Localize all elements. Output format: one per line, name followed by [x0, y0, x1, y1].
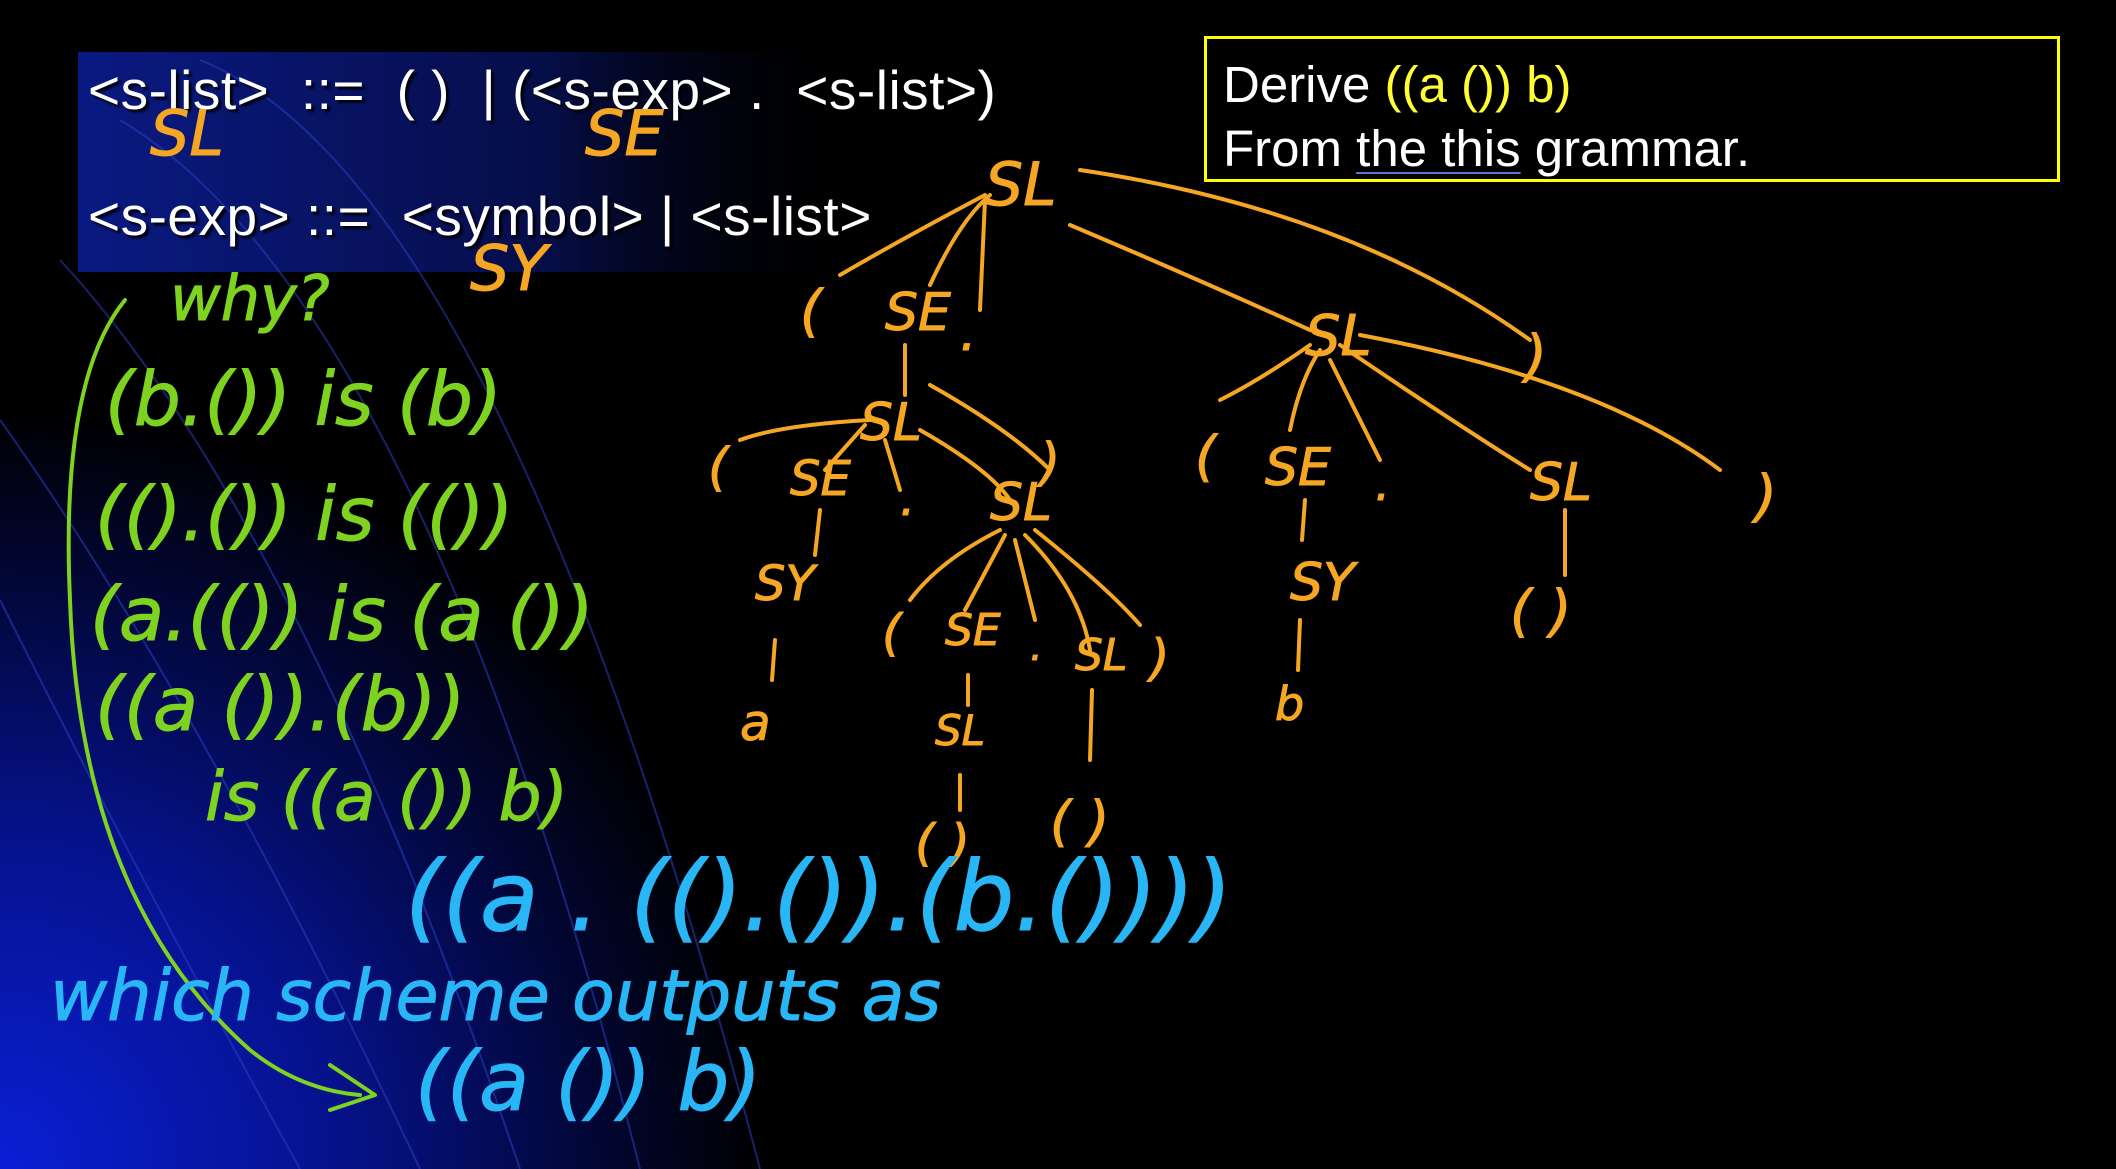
- tree-edge: [813, 508, 822, 557]
- blue-notes: ((a . (().()).(b.()))) which scheme outp…: [50, 841, 1233, 1131]
- note-line: (b.()) is (b): [105, 357, 502, 443]
- grammar-rule-s-exp: <s-exp> ::= <symbol> | <s-list>: [88, 185, 872, 247]
- blue-note: which scheme outputs as: [50, 955, 941, 1037]
- tree-node: ): [1146, 629, 1170, 687]
- label-se: SE: [585, 97, 664, 170]
- tree-edge: [1288, 348, 1322, 432]
- tree-edge: [978, 198, 987, 312]
- blue-expression: ((a . (().()).(b.()))): [405, 841, 1232, 953]
- tree-node: SE: [790, 451, 851, 507]
- tree-node: ): [1036, 433, 1060, 493]
- tree-edge: [1088, 688, 1094, 762]
- tree-root-sl: SL: [985, 150, 1057, 220]
- tree-node: ( ): [1510, 579, 1572, 644]
- tree-edge: [838, 193, 987, 277]
- green-notes: why? (b.()) is (b) (().()) is (()) (a.((…: [66, 262, 594, 1112]
- task-line-1: Derive ((a ()) b): [1223, 53, 2057, 117]
- tree-edge: [1068, 223, 1312, 332]
- task-expression: ((a ()) b): [1384, 56, 1572, 113]
- task-line-2: From the this grammar.: [1223, 117, 2057, 181]
- tree-node: .: [960, 303, 977, 363]
- tree-edge: [1296, 618, 1302, 672]
- blue-result: ((a ()) b): [415, 1035, 761, 1130]
- tree-edge: [770, 638, 777, 682]
- tree-edge: [908, 528, 1002, 602]
- tree-node-sl: SL: [860, 393, 922, 453]
- note-line: ((a ()).(b)): [95, 662, 465, 748]
- tree-edge: [928, 383, 1052, 472]
- tree-edge: [1358, 333, 1722, 472]
- tree-node: (: [708, 438, 731, 498]
- tree-node: .: [1375, 456, 1390, 512]
- green-arrow: [66, 298, 362, 1097]
- tree-edge: [1033, 528, 1142, 627]
- tree-node: SE: [945, 605, 1001, 656]
- tree-edge: [1218, 343, 1312, 402]
- tree-edge: [1013, 538, 1037, 622]
- tree-node: (: [1195, 425, 1219, 488]
- label-sy: SY: [470, 232, 551, 305]
- task-from-label: From: [1223, 120, 1357, 177]
- decorative-arcs: [0, 59, 761, 1169]
- grammar-rule-s-list: <s-list> ::= ( ) | (<s-exp> . <s-list>): [88, 59, 997, 121]
- tree-edge: [1078, 168, 1532, 342]
- tree-node: .: [900, 471, 915, 527]
- parse-tree: SL ( SE . SL ) SL ( SE . SL ) SY: [708, 150, 1778, 873]
- tree-edge: [823, 423, 867, 472]
- tree-edge: [918, 428, 1012, 502]
- tree-edge: [738, 418, 872, 442]
- tree-node: SL: [935, 706, 985, 755]
- note-line: (().()) is (()): [95, 472, 513, 558]
- task-box: Derive ((a ()) b) From the this grammar.: [1204, 36, 2060, 182]
- tree-node: (: [882, 604, 904, 662]
- task-corrected-words: the this: [1356, 120, 1521, 177]
- tree-node: .: [1030, 624, 1043, 670]
- tree-node: ): [1751, 464, 1777, 529]
- tree-edge: [1328, 358, 1382, 462]
- tree-edge: [963, 533, 1007, 612]
- tree-node: SE: [1265, 438, 1331, 498]
- tree-node: SE: [885, 283, 951, 343]
- note-why: why?: [170, 262, 330, 335]
- tree-node: SL: [1530, 453, 1592, 513]
- tree-node: b: [1275, 677, 1304, 731]
- note-line: is ((a ()) b): [205, 758, 568, 837]
- task-derive-label: Derive: [1223, 56, 1385, 113]
- note-line: (a.(()) is (a ()): [90, 572, 594, 658]
- task-grammar-label: grammar.: [1520, 120, 1751, 177]
- tree-edge: [1023, 533, 1092, 652]
- tree-node: ( ): [1050, 790, 1109, 853]
- tree-node: (: [800, 279, 824, 344]
- tree-edge: [1338, 343, 1532, 472]
- grammar-labels: SL SE SY: [150, 97, 665, 306]
- tree-node: SY: [755, 556, 818, 612]
- tree-edge: [1300, 498, 1307, 542]
- tree-edge: [883, 438, 902, 492]
- tree-node: SL: [990, 473, 1052, 533]
- tree-node: ( ): [915, 814, 970, 872]
- label-sl: SL: [150, 97, 224, 170]
- tree-node: a: [740, 694, 771, 752]
- green-arrowhead: [328, 1063, 377, 1112]
- tree-node: SY: [1290, 553, 1359, 613]
- tree-node: SL: [1075, 630, 1127, 681]
